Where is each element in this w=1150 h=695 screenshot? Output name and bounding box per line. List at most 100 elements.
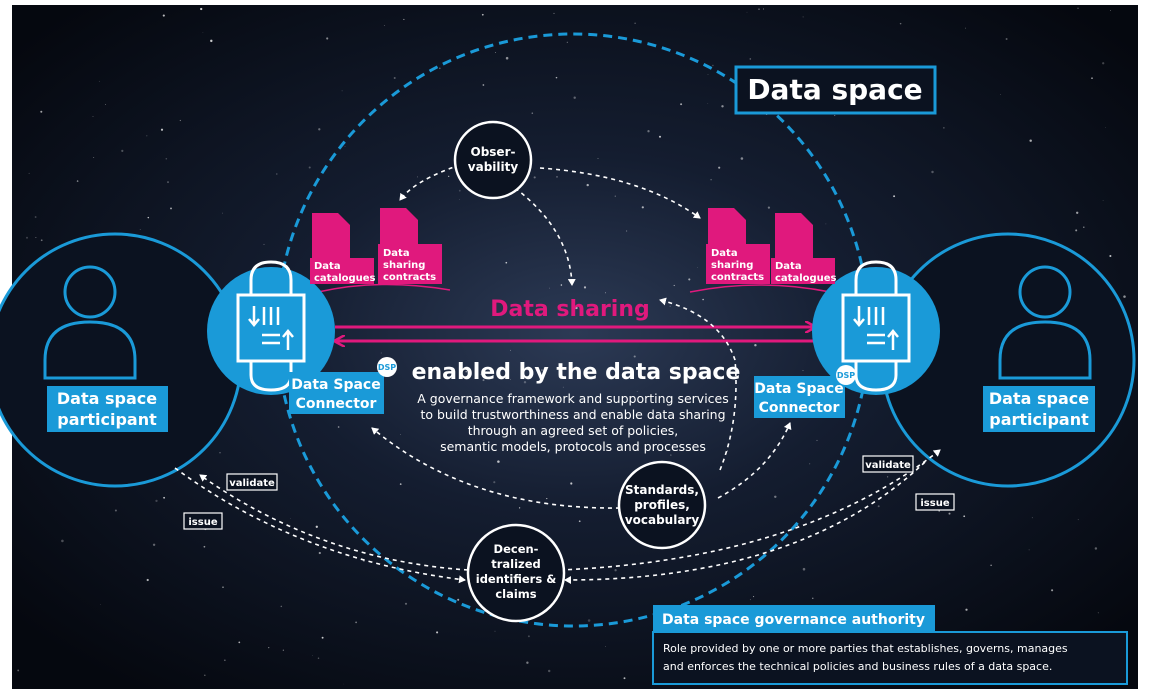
star <box>718 166 721 169</box>
star <box>586 183 589 187</box>
svg-text:Data space: Data space <box>989 389 1089 408</box>
star <box>114 509 117 512</box>
issue-label-right: issue <box>915 493 955 511</box>
star <box>712 64 714 67</box>
star <box>155 499 158 503</box>
document-data-sharing-contracts-left: Data sharing contracts <box>378 208 442 284</box>
governance-authority-title-box <box>653 605 935 631</box>
star <box>28 172 30 174</box>
star <box>326 37 329 40</box>
star <box>573 96 576 99</box>
star <box>749 599 751 601</box>
star <box>1091 77 1093 79</box>
star <box>990 564 992 566</box>
star <box>222 212 224 214</box>
issue-label-left: issue <box>183 512 223 530</box>
star <box>1031 517 1033 519</box>
svg-text:Data Space: Data Space <box>754 381 843 397</box>
star <box>546 498 548 500</box>
document-data-catalogues-left: Data catalogues <box>310 213 376 284</box>
star <box>1005 38 1008 40</box>
star <box>493 481 496 484</box>
star <box>887 476 889 478</box>
star <box>276 173 278 175</box>
svg-text:DSP: DSP <box>837 371 855 380</box>
star <box>34 216 37 218</box>
star <box>219 452 221 454</box>
star <box>597 158 599 159</box>
star <box>688 278 691 281</box>
svg-text:issue: issue <box>920 498 949 509</box>
validate-label-right: validate <box>862 455 914 473</box>
star <box>35 237 37 238</box>
star <box>549 287 550 289</box>
star <box>509 379 511 380</box>
validate-label-left: validate <box>226 473 278 491</box>
star <box>355 621 357 624</box>
flow-identifiers-issue-right <box>559 449 941 571</box>
data-space-title: Data space <box>747 73 922 106</box>
dsp-badge <box>836 365 856 385</box>
star <box>809 463 811 465</box>
star <box>526 661 529 664</box>
star <box>560 284 563 286</box>
participant-label-right: Data space participant <box>983 386 1095 432</box>
svg-text:to build trustworthiness and e: to build trustworthiness and enable data… <box>420 407 725 422</box>
svg-text:vocabulary: vocabulary <box>625 513 700 527</box>
star <box>344 145 346 147</box>
svg-text:and enforces the technical pol: and enforces the technical policies and … <box>663 660 1052 673</box>
svg-text:issue: issue <box>188 517 217 528</box>
star <box>383 25 385 27</box>
star <box>26 236 28 239</box>
star <box>17 669 20 672</box>
star <box>749 58 752 60</box>
star <box>746 11 748 13</box>
star <box>1109 254 1112 258</box>
star <box>393 77 396 79</box>
star <box>1105 127 1107 128</box>
svg-text:Data Space: Data Space <box>291 377 380 393</box>
svg-text:profiles,: profiles, <box>634 498 690 512</box>
star <box>200 7 203 11</box>
star <box>538 305 541 307</box>
star <box>312 655 314 656</box>
star <box>458 189 461 192</box>
observability-node: Obser- vability <box>453 120 533 200</box>
governance-authority-description-box <box>652 631 1128 685</box>
star <box>505 56 509 60</box>
star <box>963 515 966 518</box>
participant-left <box>0 232 243 488</box>
svg-text:Data space: Data space <box>57 389 157 408</box>
document-link-right <box>689 284 831 293</box>
star <box>531 112 534 114</box>
star <box>626 230 628 232</box>
svg-text:Data: Data <box>314 261 341 272</box>
star <box>146 135 148 137</box>
svg-text:DSP: DSP <box>378 363 396 372</box>
flow-observability-to-left-docs <box>399 164 461 201</box>
connector-label-left: Data Space Connector DSP <box>289 357 397 414</box>
lock-body <box>841 293 911 363</box>
star <box>152 543 156 546</box>
star <box>802 16 804 18</box>
star <box>740 157 744 160</box>
svg-text:catalogues: catalogues <box>314 273 376 284</box>
star <box>673 284 675 287</box>
star <box>721 105 724 108</box>
star <box>1051 589 1054 592</box>
star <box>92 116 94 117</box>
star <box>121 149 124 152</box>
star <box>556 176 558 178</box>
star <box>647 130 650 133</box>
governance-authority: Data space governance authority Role pro… <box>652 605 1128 685</box>
star <box>343 683 345 685</box>
connector-label-right: Data Space Connector DSP <box>754 365 856 418</box>
star <box>203 545 206 548</box>
star <box>726 450 728 452</box>
svg-text:Role provided by one or more p: Role provided by one or more parties tha… <box>663 642 1068 655</box>
svg-text:contracts: contracts <box>711 272 764 283</box>
svg-text:sharing: sharing <box>711 260 753 271</box>
star <box>893 195 896 198</box>
star <box>337 426 340 428</box>
